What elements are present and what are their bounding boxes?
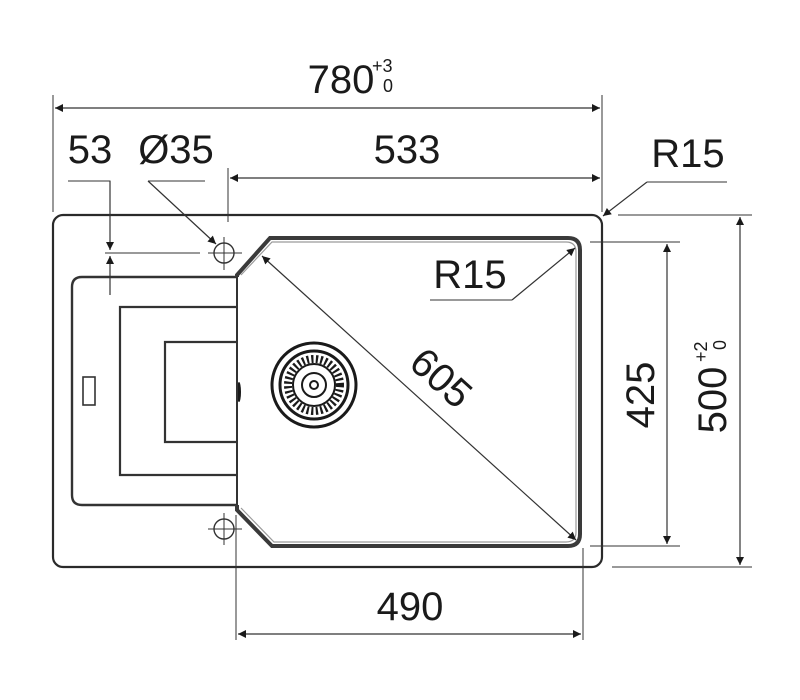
bowl-width-from-tap-label: 533 [374, 128, 441, 172]
overall-width-label: 780 [308, 58, 375, 102]
dimension-bowl-width-bottom: 490 [235, 515, 584, 640]
overall-depth-tol-lower: 0 [710, 340, 730, 350]
overall-width-tol-lower: 0 [383, 76, 393, 96]
tap-hole-offset-label: 53 [68, 128, 113, 172]
bowl-edge [235, 236, 582, 548]
outer-corner-radius-label: R15 [651, 132, 724, 176]
overall-depth-label: 500 [691, 367, 735, 434]
overall-width-tol-upper: +3 [372, 56, 393, 76]
drain-strainer-icon [270, 341, 358, 429]
tap-hole-diameter-label: Ø35 [138, 128, 214, 172]
bowl-corner-radius-label: R15 [433, 253, 506, 297]
bowl-edge-inner [240, 241, 577, 543]
dimension-bowl-width-from-tap: 533 [227, 128, 600, 222]
tap-hole-top-icon [208, 237, 242, 270]
drainer-outer [70, 275, 237, 507]
tap-hole-bottom-icon [208, 513, 242, 545]
dimension-overall-depth: 500 +2 0 [612, 214, 752, 568]
dimension-tap-hole-offset: 53 [68, 128, 200, 295]
dimension-bowl-corner-radius: R15 [430, 247, 576, 301]
dimension-bowl-depth: 425 [590, 241, 680, 547]
overflow-slot [82, 376, 96, 406]
drainer-area [70, 275, 241, 507]
bowl-diagonal-label: 605 [401, 340, 480, 417]
sink-outline [51, 213, 604, 569]
dimension-tap-hole-diameter: Ø35 [138, 128, 217, 245]
bowl [235, 236, 582, 548]
bowl-width-bottom-label: 490 [377, 585, 444, 629]
dimension-outer-corner-radius: R15 [602, 132, 727, 217]
drainer-rib-inner [163, 340, 237, 444]
bowl-depth-label: 425 [619, 362, 663, 429]
dimension-bowl-diagonal: 605 [261, 255, 577, 541]
drainer-rib-outer [118, 305, 237, 477]
overall-depth-tol-upper: +2 [691, 341, 711, 362]
dimension-overall-width: 780 +3 0 [52, 56, 603, 212]
